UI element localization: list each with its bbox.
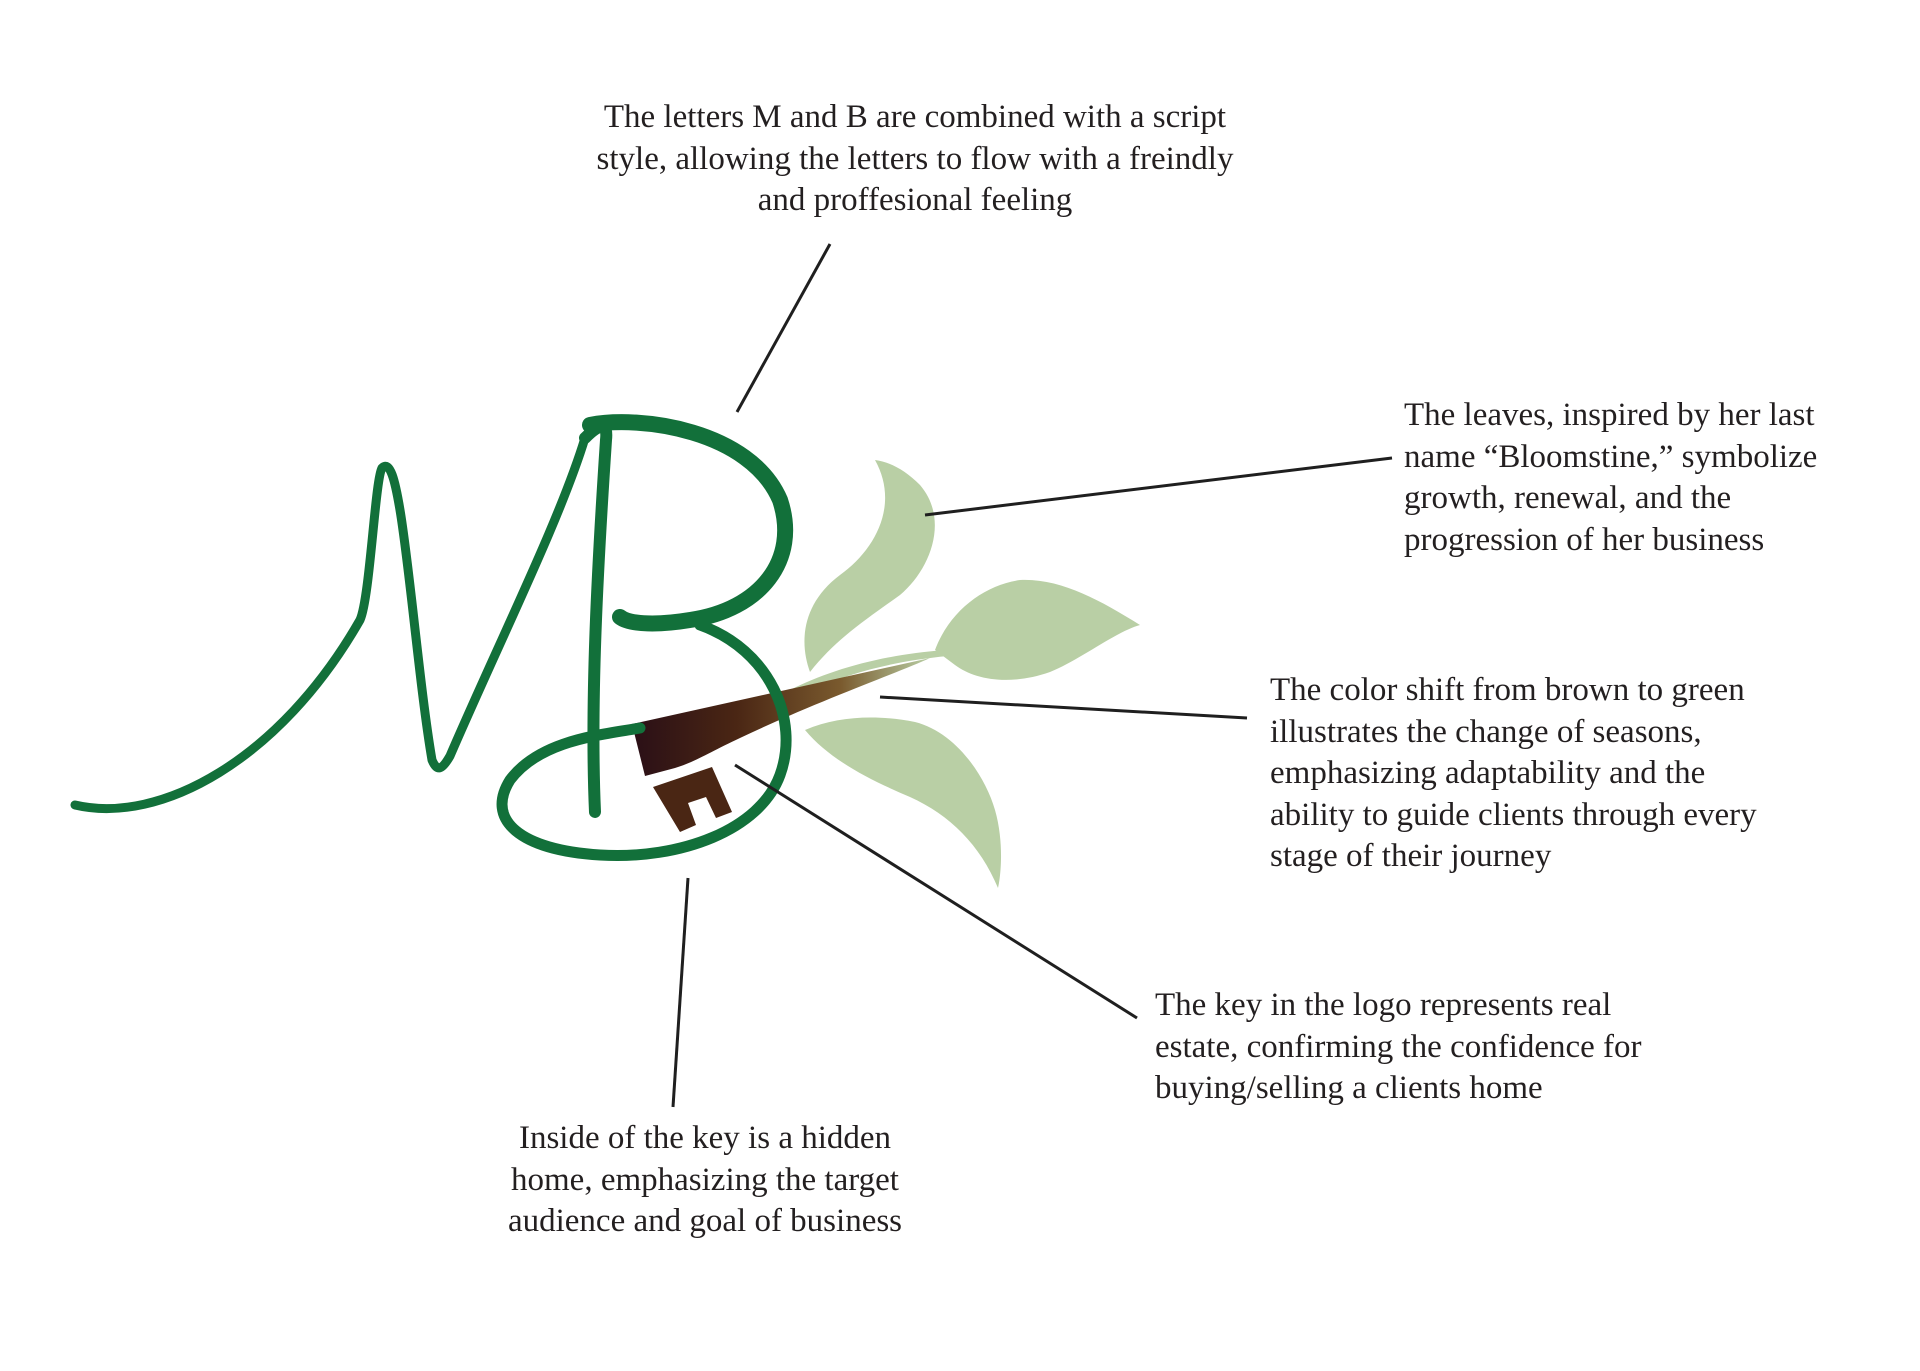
annotation-line: The color shift from brown to green [1270,672,1745,708]
stem [790,650,948,697]
annotation-line: name “Bloomstine,” symbolize [1404,438,1818,475]
connector-lines [671,243,1393,1108]
annotation-line: growth, renewal, and the [1404,480,1732,516]
monogram-b-upper-bowl [582,414,794,632]
key-home [653,767,732,832]
connector-leaves [924,456,1393,517]
connector-home [671,877,690,1108]
annotation-letters: The letters M and B are combined with a … [560,97,1270,222]
annotation-color-shift: The color shift from brown to green illu… [1270,670,1870,878]
annotation-line: emphasizing adaptability and the [1270,755,1706,791]
annotation-line: stage of their journey [1270,838,1552,874]
monogram-b-lower-loop [496,619,792,862]
annotation-line: buying/selling a clients home [1155,1070,1543,1106]
monogram-m [70,433,590,813]
monogram-mb [70,414,794,862]
annotation-line: illustrates the change of seasons, [1270,713,1702,750]
annotation-line: audience and goal of business [507,1203,903,1239]
annotation-leaves: The leaves, inspired by her last name “B… [1404,395,1904,561]
annotation-line: home, emphasizing the target [511,1161,899,1198]
monogram-b-stem [579,420,613,818]
annotation-line: and proffesional feeling [757,182,1073,218]
annotation-line: estate, confirming the confidence for [1155,1028,1642,1065]
annotation-line: ability to guide clients through every [1270,796,1757,833]
annotation-home: Inside of the key is a hidden home, emph… [470,1118,940,1243]
leaf-right [935,579,1140,680]
annotation-key: The key in the logo represents real esta… [1155,985,1715,1110]
annotation-line: The leaves, inspired by her last [1404,397,1815,433]
annotation-line: The key in the logo represents real [1155,987,1612,1023]
connector-letters [735,243,832,413]
connector-key [734,763,1138,1020]
annotation-line: progression of her business [1404,521,1765,558]
leaf-bottom [805,717,1002,888]
annotation-line: Inside of the key is a hidden [518,1120,892,1156]
connector-color [879,695,1248,720]
annotation-line: The letters M and B are combined with a … [603,99,1227,135]
annotation-line: style, allowing the letters to flow with… [596,140,1234,177]
leaves-group [790,460,1140,888]
leaf-top [804,460,935,672]
